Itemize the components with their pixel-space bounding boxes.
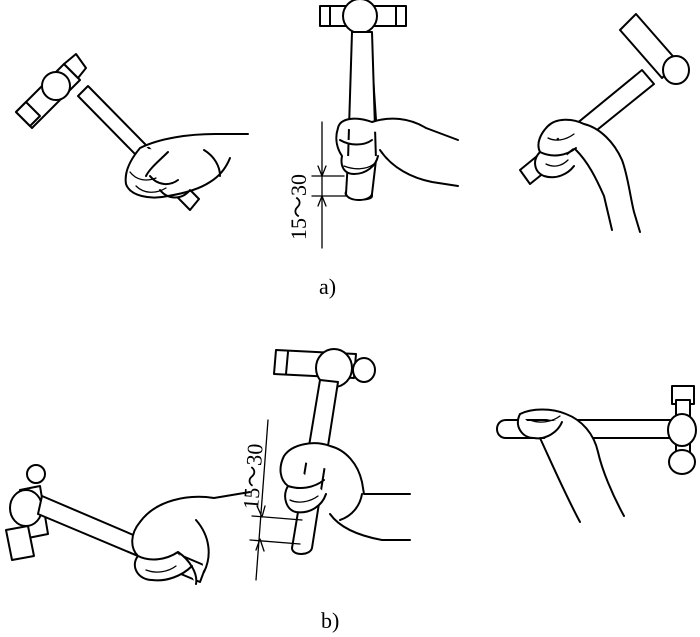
panel-a-dimension-label: 15～30 [286,174,311,240]
panel-a-label: a) [319,274,336,299]
panel-a-hammer-vertical: 15～30 [286,0,459,249]
panel-b-label: b) [321,608,339,633]
panel-b-dimension-label: 15～30 [238,443,268,511]
panel-b: 15～30 b) [5,348,697,633]
panel-b-hammer-lying [5,464,251,585]
panel-a-hammer-tilted-left [15,53,249,211]
panel-a-hammer-tilted-right [519,13,690,233]
panel-b-hammer-horizontal [496,385,697,523]
panel-b-hammer-vertical: 15～30 [238,348,411,581]
panel-a: 15～30 a) [15,0,690,299]
